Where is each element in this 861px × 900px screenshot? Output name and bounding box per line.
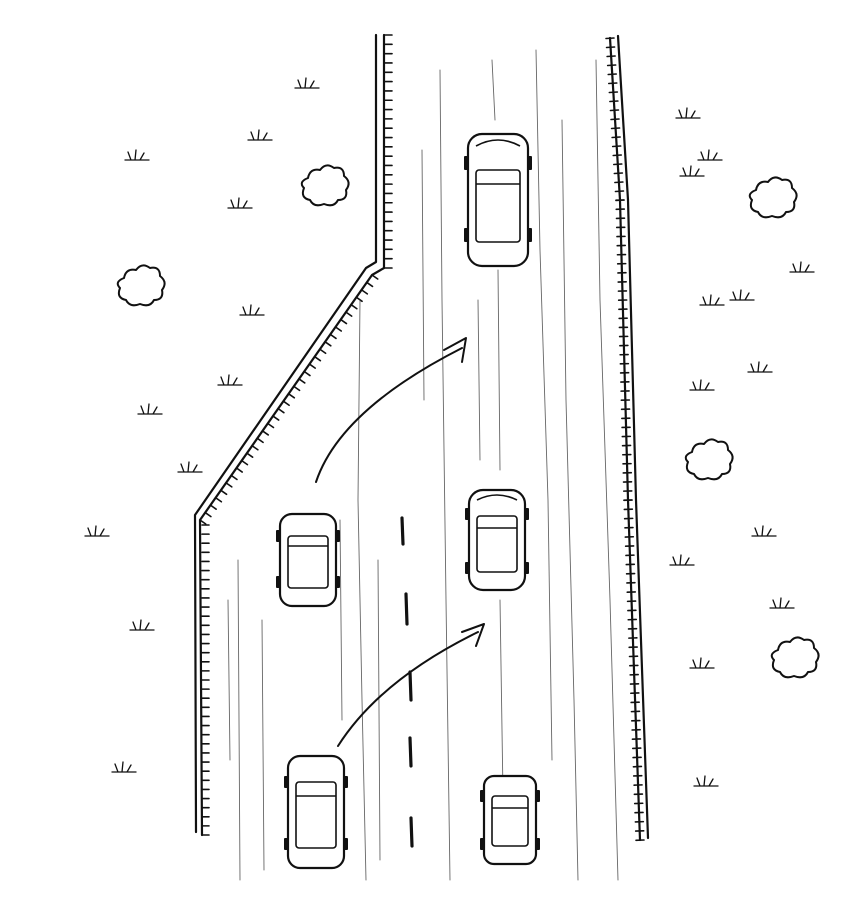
bush-icon [770, 636, 820, 679]
barrier-tie [308, 363, 316, 369]
left-barrier [193, 33, 393, 837]
car-bottom-left [284, 754, 348, 870]
bush-icon [684, 438, 734, 481]
grass-tuft-icon [247, 129, 273, 141]
barrier-tie [240, 459, 249, 466]
car-middle-right [465, 488, 529, 592]
barrier-tie [334, 326, 343, 332]
barrier-tie [365, 281, 374, 288]
grass-tuft-icon [679, 165, 705, 177]
grass-tuft-icon [217, 374, 243, 386]
grass-tuft-icon [693, 775, 719, 787]
grass-tuft-icon [699, 294, 725, 306]
grass-tuft-icon [227, 197, 253, 209]
barrier-tie [345, 311, 353, 317]
barrier-tie [256, 437, 264, 444]
barrier-tie [282, 400, 290, 407]
barrier-tie [251, 444, 259, 451]
barrier-tie [319, 348, 327, 355]
grass-tuft-icon [689, 379, 715, 391]
barrier-tie [298, 378, 306, 384]
grass-tuft-icon [769, 597, 795, 609]
barrier-tie [272, 415, 280, 421]
right-barrier [605, 34, 650, 842]
barrier-tie [235, 467, 244, 473]
barrier-tie [329, 333, 337, 340]
barrier-tie [371, 274, 379, 280]
barrier-tie [209, 504, 217, 510]
barrier-tie [360, 289, 369, 295]
grass-tuft-icon [789, 261, 815, 273]
road-texture [227, 49, 619, 881]
barrier-tie [303, 370, 311, 377]
car-merging-left [276, 512, 340, 608]
grass-tuft-icon [729, 289, 755, 301]
grass-tuft-icon [111, 761, 137, 773]
grass-tuft-icon [294, 77, 320, 89]
barrier-tie [266, 422, 275, 429]
car-top [464, 132, 532, 268]
grass-tuft-icon [129, 619, 155, 631]
merge-arrow-upper [315, 337, 467, 483]
barrier-tie [293, 385, 301, 392]
grass-tuft-icon [239, 304, 265, 316]
barrier-tie [313, 355, 322, 362]
barrier-tie [277, 407, 285, 414]
grass-tuft-icon [697, 149, 723, 161]
barrier-tie [261, 430, 270, 436]
grass-tuft-icon [675, 107, 701, 119]
barrier-tie [199, 519, 207, 525]
bush-icon [116, 264, 166, 307]
bush-icon [300, 164, 350, 207]
barrier-tie [246, 452, 254, 459]
grass-tuft-icon [751, 525, 777, 537]
grass-tuft-icon [177, 461, 203, 473]
grass-tuft-icon [84, 525, 110, 537]
grass-tuft-icon [669, 554, 695, 566]
grass-tuft-icon [747, 361, 773, 373]
grass-tuft-icon [124, 149, 150, 161]
grass-tufts [84, 77, 815, 787]
barrier-tie [230, 474, 238, 481]
barrier-tie [355, 296, 363, 303]
barrier-tie [204, 511, 212, 518]
merge-arrow-lower [337, 623, 485, 747]
car-bottom-right [480, 774, 540, 866]
barrier-tie [339, 318, 348, 325]
barrier-tie [324, 341, 332, 347]
grass-tuft-icon [689, 657, 715, 669]
grass-tuft-icon [137, 403, 163, 415]
barrier-tie [287, 392, 296, 399]
barrier-tie [225, 482, 233, 488]
bush-icon [748, 176, 798, 219]
barrier-tie [350, 303, 358, 310]
lane-divider-dashed [400, 516, 414, 848]
barrier-tie [220, 489, 228, 496]
barrier-tie [214, 496, 223, 503]
